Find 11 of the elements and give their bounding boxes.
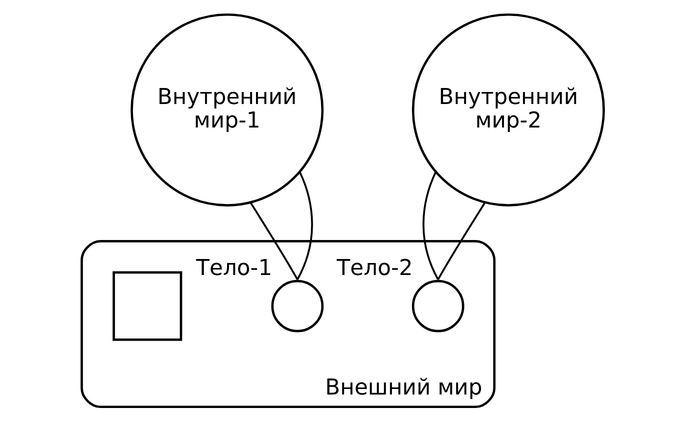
connector — [422, 172, 439, 280]
node-box — [112, 271, 182, 341]
connector — [296, 172, 313, 280]
node-circle: Внутренний мир-1 — [130, 13, 324, 206]
node-circle — [412, 280, 464, 332]
node-label: Тело-2 — [336, 256, 413, 282]
node-circle: Внутренний мир-2 — [412, 13, 605, 206]
node-label: Тело-1 — [196, 256, 272, 282]
node-circle — [271, 280, 324, 332]
connector — [250, 202, 298, 280]
connector — [437, 202, 486, 280]
